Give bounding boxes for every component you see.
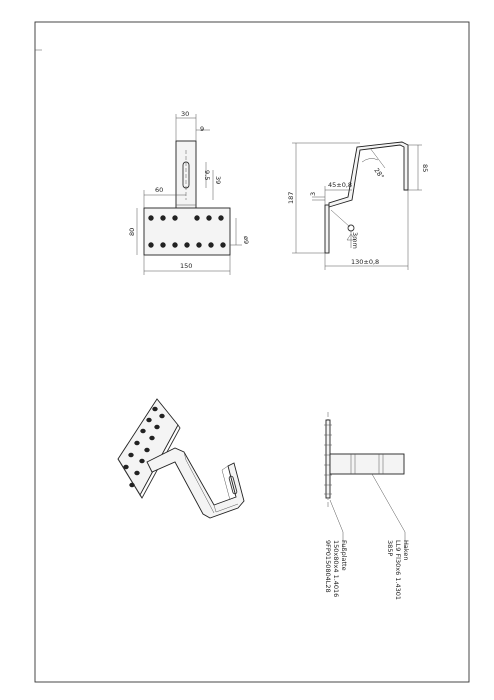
iso-slot (228, 475, 238, 495)
dim-side-offset: 45±0,8 (328, 181, 352, 189)
label-fussplatte-code: 9FP0150804L28 (324, 540, 332, 593)
dim-offset: 60 (155, 186, 163, 194)
label-haken-spec: LL9 Fl30x6 1.4301 (394, 540, 402, 600)
front-holes-bottom (148, 242, 226, 248)
iso-base-plate (117, 398, 179, 496)
front-base-plate (143, 207, 231, 256)
sheet-border (34, 21, 470, 683)
dim-slot-a: 9.5 (203, 170, 211, 180)
side-plate (324, 204, 330, 254)
side-hook (328, 141, 409, 208)
bottom-plate (325, 419, 331, 499)
dim-side-width: 130±0,8 (351, 258, 379, 266)
dim-thick: 3 (309, 192, 317, 196)
label-haken-code: 385P (386, 540, 394, 556)
dim-hole: ø9 (242, 236, 250, 244)
isometric-view (117, 398, 245, 519)
label-fussplatte-title: Fußplatte (340, 540, 348, 571)
dim-hook: 85 (421, 164, 429, 172)
side-view: 3mm 187 85 45±0,8 3 130±0,8 28° (287, 141, 429, 270)
front-view: 30 9 60 9.5 39 80 150 ø9 (128, 110, 250, 275)
dim-width: 150 (180, 262, 192, 270)
dim-weld: 3mm (351, 232, 359, 249)
dim-angle: 28° (372, 167, 385, 181)
bottom-strap (329, 453, 405, 475)
dim-top-width: 30 (181, 110, 189, 118)
bottom-view (324, 412, 406, 548)
dim-height: 80 (128, 228, 136, 236)
dim-slot-b: 39 (214, 176, 222, 184)
iso-hook (146, 447, 245, 519)
front-holes-top (148, 215, 224, 221)
dim-slot-width: 9 (200, 125, 204, 133)
label-fussplatte-spec: 150x80x4 1.4016 (332, 540, 340, 597)
iso-holes (123, 406, 165, 488)
label-haken-title: Haken (402, 540, 410, 561)
dim-side-height: 187 (287, 192, 295, 204)
